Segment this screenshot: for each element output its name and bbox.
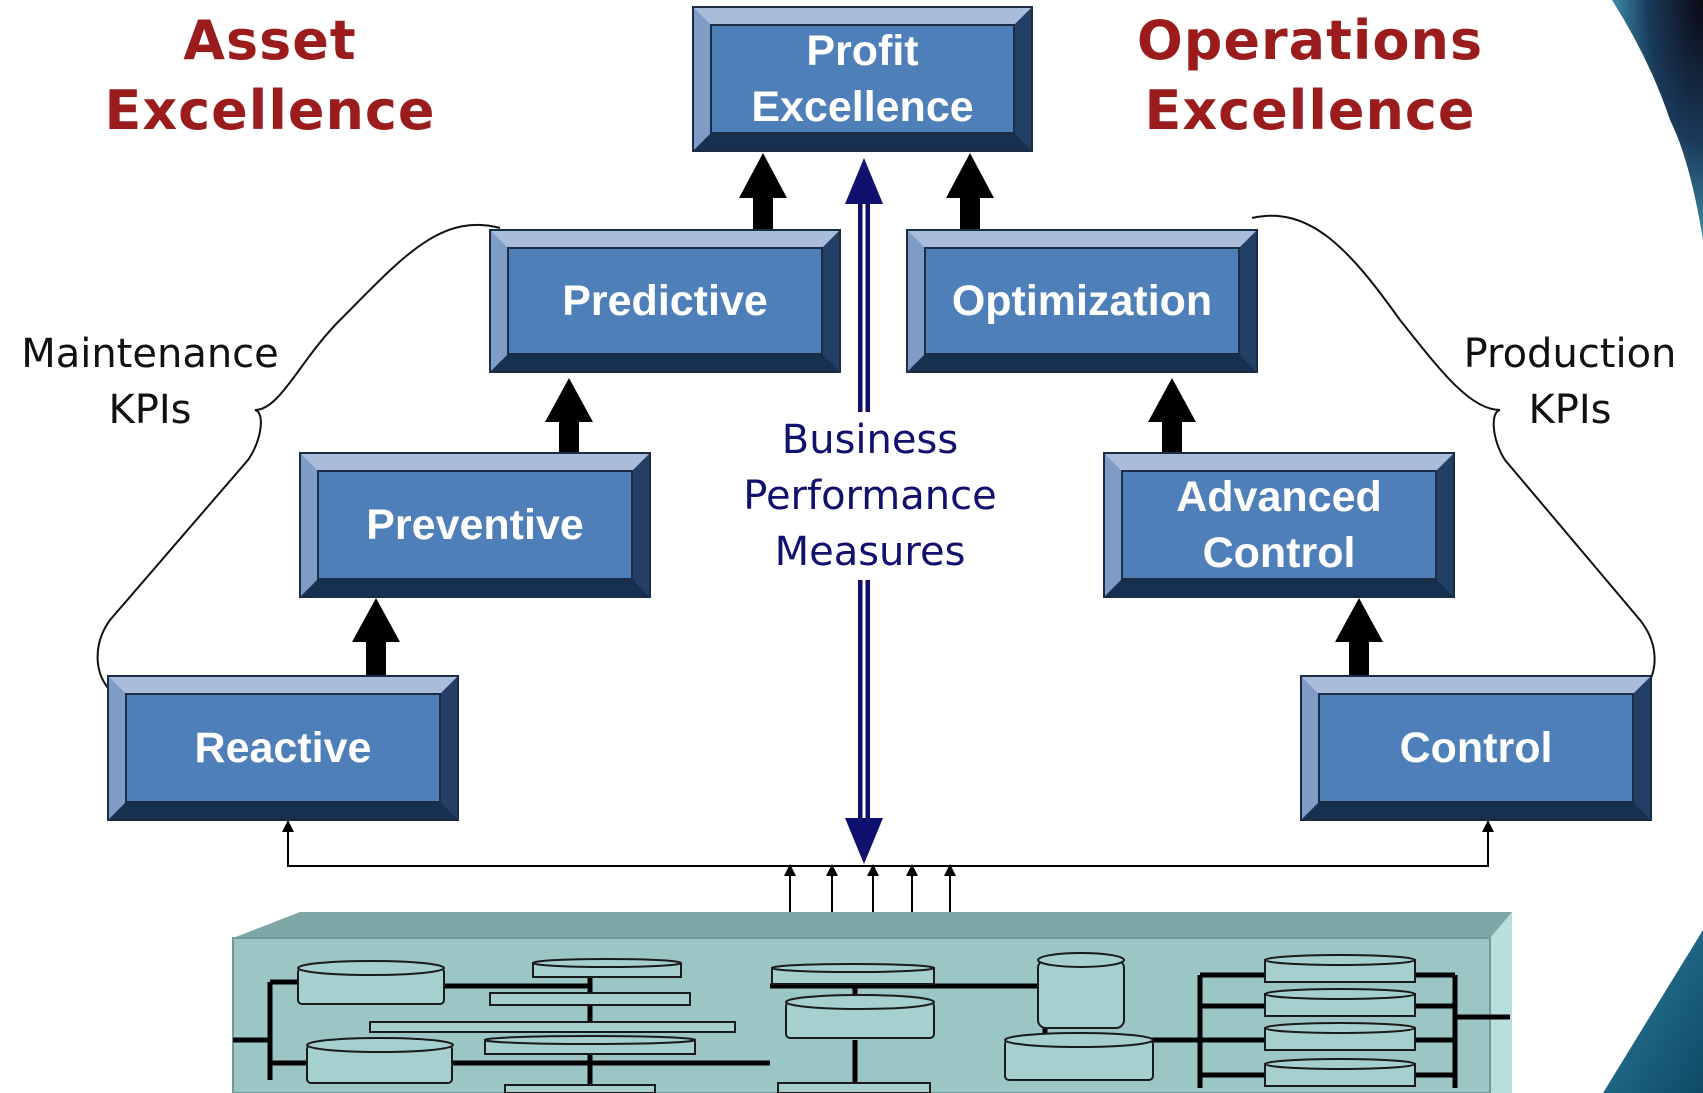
optimization-box: Optimization bbox=[908, 231, 1256, 371]
arrow-advanced-to-optimization bbox=[1148, 378, 1196, 456]
preventive-box: Preventive bbox=[301, 454, 649, 596]
profit-box-line-2: Excellence bbox=[751, 83, 974, 131]
arrow-preventive-to-predictive bbox=[545, 378, 593, 456]
production-kpis-line-1: Production bbox=[1463, 331, 1677, 377]
production-kpis-line-2: KPIs bbox=[1528, 387, 1612, 433]
advanced-control-line-2: Control bbox=[1202, 529, 1356, 577]
corner-decoration-top bbox=[1612, 0, 1703, 240]
progression-arrows bbox=[352, 153, 1383, 678]
operations-excellence-title: Operations Excellence bbox=[1110, 6, 1510, 146]
business-measures-line-3: Measures bbox=[774, 529, 966, 575]
arrow-control-to-advanced bbox=[1335, 598, 1383, 678]
profit-box-line-1: Profit bbox=[806, 27, 919, 75]
asset-excellence-title: Asset Excellence bbox=[90, 6, 450, 146]
feedback-lines bbox=[282, 820, 1494, 912]
preventive-box-label: Preventive bbox=[366, 501, 584, 549]
predictive-box: Predictive bbox=[491, 231, 839, 371]
reactive-box: Reactive bbox=[109, 677, 457, 819]
corner-decoration-bottom bbox=[1603, 930, 1703, 1093]
predictive-box-label: Predictive bbox=[562, 277, 768, 325]
business-measures-line-1: Business bbox=[781, 417, 959, 463]
maintenance-kpis-line-2: KPIs bbox=[108, 387, 192, 433]
asset-title-line-1: Asset bbox=[183, 9, 357, 72]
maintenance-brace bbox=[96, 223, 501, 691]
arrow-reactive-to-preventive bbox=[352, 598, 400, 678]
profit-excellence-box: Profit Excellence bbox=[694, 8, 1031, 150]
reactive-box-label: Reactive bbox=[194, 724, 372, 772]
plant-process-base bbox=[232, 912, 1512, 1093]
operations-title-line-1: Operations bbox=[1136, 9, 1484, 72]
maintenance-kpis-label: Maintenance KPIs bbox=[0, 326, 300, 438]
arrow-optimization-to-profit bbox=[946, 153, 994, 232]
asset-title-line-2: Excellence bbox=[104, 79, 436, 142]
advanced-control-line-1: Advanced bbox=[1176, 473, 1382, 521]
arrow-predictive-to-profit bbox=[739, 153, 787, 232]
production-brace bbox=[1251, 214, 1656, 691]
business-measures-line-2: Performance bbox=[743, 473, 997, 519]
control-box-label: Control bbox=[1399, 724, 1553, 772]
advanced-control-box: Advanced Control bbox=[1105, 454, 1453, 596]
control-box: Control bbox=[1302, 677, 1650, 819]
maintenance-kpis-line-1: Maintenance bbox=[21, 331, 279, 377]
operations-title-line-2: Excellence bbox=[1144, 79, 1476, 142]
business-performance-measures-label: Business Performance Measures bbox=[720, 412, 1020, 580]
production-kpis-label: Production KPIs bbox=[1440, 326, 1700, 438]
optimization-box-label: Optimization bbox=[951, 277, 1213, 325]
